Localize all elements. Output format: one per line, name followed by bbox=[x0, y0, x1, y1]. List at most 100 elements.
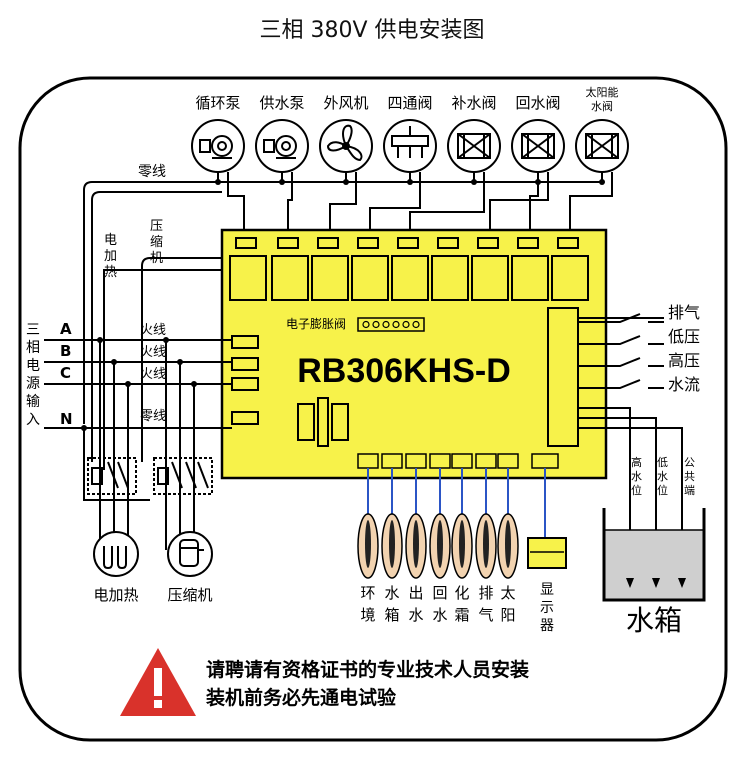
svg-text:共: 共 bbox=[684, 470, 695, 483]
svg-text:高压: 高压 bbox=[668, 351, 700, 370]
svg-text:水: 水 bbox=[408, 606, 423, 624]
svg-text:相: 相 bbox=[26, 340, 40, 356]
svg-text:环: 环 bbox=[360, 584, 375, 602]
relay-terminals bbox=[229, 237, 589, 301]
sensor-probes bbox=[357, 513, 519, 579]
svg-text:水: 水 bbox=[631, 470, 642, 483]
neutral-top-label: 零线 bbox=[138, 164, 166, 180]
svg-text:热: 热 bbox=[104, 265, 117, 280]
svg-text:显: 显 bbox=[540, 582, 554, 598]
svg-text:入: 入 bbox=[26, 412, 40, 428]
switch-wires bbox=[578, 313, 683, 582]
page-title: 三相 380V 供电安装图 bbox=[259, 18, 485, 43]
device-labels: 循环泵 供水泵 外风机 四通阀 补水阀 回水阀 太阳能 水阀 bbox=[195, 85, 618, 113]
svg-text:电: 电 bbox=[26, 358, 40, 374]
power-terminals bbox=[231, 307, 579, 447]
compressor-bottom-label: 压缩机 bbox=[167, 586, 212, 604]
phase-wires bbox=[44, 339, 232, 550]
pump-icon bbox=[191, 119, 245, 173]
switch-labels: 排气 低压 高压 水流 bbox=[668, 303, 700, 394]
svg-text:回: 回 bbox=[432, 584, 447, 602]
level-labels: 高 水 位 低 水 位 公 共 端 bbox=[631, 455, 695, 497]
svg-text:箱: 箱 bbox=[384, 606, 399, 624]
phase-letters: A B C N bbox=[60, 320, 73, 428]
svg-text:气: 气 bbox=[478, 606, 493, 624]
device-feed-wires bbox=[227, 172, 613, 238]
device-label-makeup-valve: 补水阀 bbox=[451, 94, 496, 112]
svg-text:排气: 排气 bbox=[668, 303, 700, 322]
svg-text:化: 化 bbox=[454, 584, 469, 602]
sensor-labels: 环 境 水 箱 出 水 回 水 化 霜 排 气 太 阳 bbox=[360, 584, 515, 624]
svg-text:阳: 阳 bbox=[500, 606, 515, 624]
display-box bbox=[527, 537, 567, 569]
svg-text:火线: 火线 bbox=[140, 367, 166, 382]
heater-bottom-label: 电加热 bbox=[93, 586, 138, 604]
warning-line-1: 请聘请有资格证书的专业技术人员安装 bbox=[206, 658, 529, 681]
device-label-supply-pump: 供水泵 bbox=[259, 94, 304, 112]
svg-text:缩: 缩 bbox=[150, 234, 163, 250]
board-model: RB306KHS-D bbox=[297, 352, 511, 390]
four-way-valve-icon bbox=[383, 119, 437, 173]
svg-text:电: 电 bbox=[104, 233, 117, 248]
svg-text:低: 低 bbox=[657, 456, 668, 469]
svg-text:霜: 霜 bbox=[454, 606, 469, 624]
contactors bbox=[87, 457, 213, 495]
eev-connector bbox=[357, 317, 425, 332]
svg-text:N: N bbox=[60, 410, 73, 428]
svg-text:低压: 低压 bbox=[668, 327, 700, 346]
phase-labels: 火线 火线 火线 零线 bbox=[140, 323, 166, 424]
svg-text:端: 端 bbox=[684, 484, 695, 497]
svg-text:水流: 水流 bbox=[668, 375, 700, 394]
svg-text:加: 加 bbox=[104, 249, 117, 264]
svg-text:源: 源 bbox=[26, 376, 40, 392]
eev-label: 电子膨胀阀 bbox=[286, 317, 346, 331]
left-feed-wires bbox=[91, 191, 222, 470]
controller-board bbox=[220, 228, 608, 480]
svg-text:水: 水 bbox=[657, 470, 668, 483]
display-label: 显 示 器 bbox=[540, 582, 554, 634]
svg-text:公: 公 bbox=[684, 456, 695, 469]
svg-text:水: 水 bbox=[432, 606, 447, 624]
svg-text:高: 高 bbox=[631, 455, 642, 469]
power-input-label: 三 相 电 源 输 入 bbox=[26, 322, 40, 428]
compressor-vertical-label: 压 缩 机 bbox=[150, 219, 163, 266]
heater-icon bbox=[93, 531, 139, 577]
svg-text:境: 境 bbox=[360, 606, 375, 624]
svg-text:示: 示 bbox=[540, 600, 554, 616]
tank-label: 水箱 bbox=[626, 604, 682, 637]
svg-text:火线: 火线 bbox=[140, 323, 166, 338]
svg-text:器: 器 bbox=[540, 618, 554, 634]
pump-icon bbox=[255, 119, 309, 173]
sensor-wires bbox=[367, 468, 546, 538]
fan-icon bbox=[319, 119, 373, 173]
svg-text:A: A bbox=[60, 320, 72, 338]
valve-icon bbox=[511, 119, 565, 173]
svg-text:出: 出 bbox=[408, 584, 423, 602]
svg-text:压: 压 bbox=[150, 219, 163, 234]
device-label-return-valve: 回水阀 bbox=[515, 94, 560, 112]
svg-text:机: 机 bbox=[150, 251, 163, 266]
svg-text:输: 输 bbox=[26, 394, 40, 410]
device-label-four-way-valve: 四通阀 bbox=[387, 94, 432, 112]
device-label-solar: 太阳能 bbox=[586, 85, 619, 99]
valve-icon bbox=[575, 119, 629, 173]
svg-text:太: 太 bbox=[500, 584, 515, 602]
sensor-probe-cores bbox=[365, 520, 511, 568]
svg-text:B: B bbox=[60, 342, 71, 360]
svg-text:位: 位 bbox=[631, 483, 642, 497]
eev-pins bbox=[362, 320, 420, 329]
device-label-solar-valve: 水阀 bbox=[591, 99, 613, 113]
outer-frame bbox=[18, 76, 728, 742]
svg-text:三: 三 bbox=[26, 322, 40, 338]
svg-text:零线: 零线 bbox=[140, 409, 166, 424]
heater-vertical-label: 电 加 热 bbox=[104, 233, 117, 280]
svg-text:C: C bbox=[60, 364, 71, 382]
device-label-circulation-pump: 循环泵 bbox=[195, 94, 240, 112]
phase-junctions bbox=[81, 337, 197, 431]
warning-icon bbox=[120, 648, 196, 716]
device-label-outdoor-fan: 外风机 bbox=[323, 94, 368, 112]
svg-text:水: 水 bbox=[384, 584, 399, 602]
svg-text:火线: 火线 bbox=[140, 345, 166, 360]
warning-line-2: 装机前务必先通电试验 bbox=[205, 686, 397, 709]
